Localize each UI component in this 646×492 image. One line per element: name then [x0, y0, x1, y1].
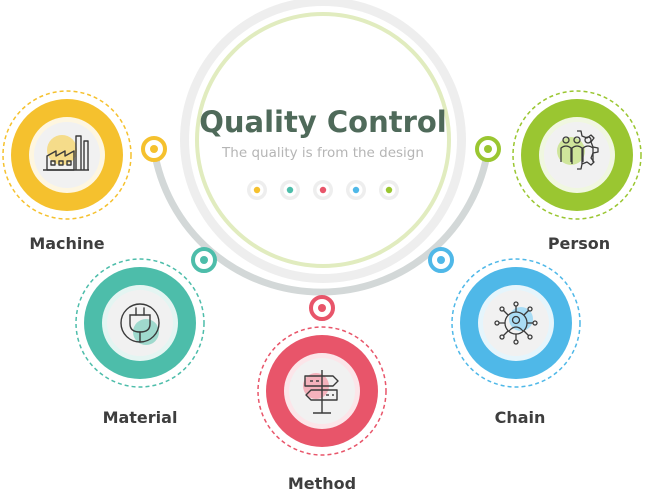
junction-machine: [141, 136, 167, 162]
center-dot: [247, 180, 267, 200]
node-label-method: Method: [288, 474, 356, 492]
center-dot: [313, 180, 333, 200]
arc-junctions: [141, 136, 501, 321]
node-method: Method: [257, 326, 387, 492]
junction-chain: [428, 247, 454, 273]
factory-icon: [43, 135, 89, 171]
junction-person: [475, 136, 501, 162]
center-ring: [195, 12, 451, 268]
node-label-person: Person: [548, 234, 610, 253]
center-dots: [247, 180, 399, 200]
node-label-material: Material: [103, 408, 178, 427]
node-material: Material: [75, 258, 205, 427]
junction-method: [309, 295, 335, 321]
center-hub: Quality Control The quality is from the …: [180, 0, 466, 283]
connector-arc: [150, 145, 492, 296]
node-label-machine: Machine: [29, 234, 104, 253]
plug-icon: [120, 303, 160, 345]
junction-material: [191, 247, 217, 273]
center-dot: [280, 180, 300, 200]
center-dot: [379, 180, 399, 200]
network-user-icon: [494, 301, 538, 345]
page-subtitle: The quality is from the design: [221, 145, 424, 161]
node-label-chain: Chain: [495, 408, 546, 427]
node-chain: Chain: [451, 258, 581, 427]
team-gear-icon: [557, 130, 599, 170]
center-dot: [346, 180, 366, 200]
signpost-icon: [303, 370, 339, 414]
node-machine: Machine: [2, 90, 132, 253]
node-person: Person: [512, 90, 642, 253]
page-title: Quality Control: [199, 105, 447, 139]
